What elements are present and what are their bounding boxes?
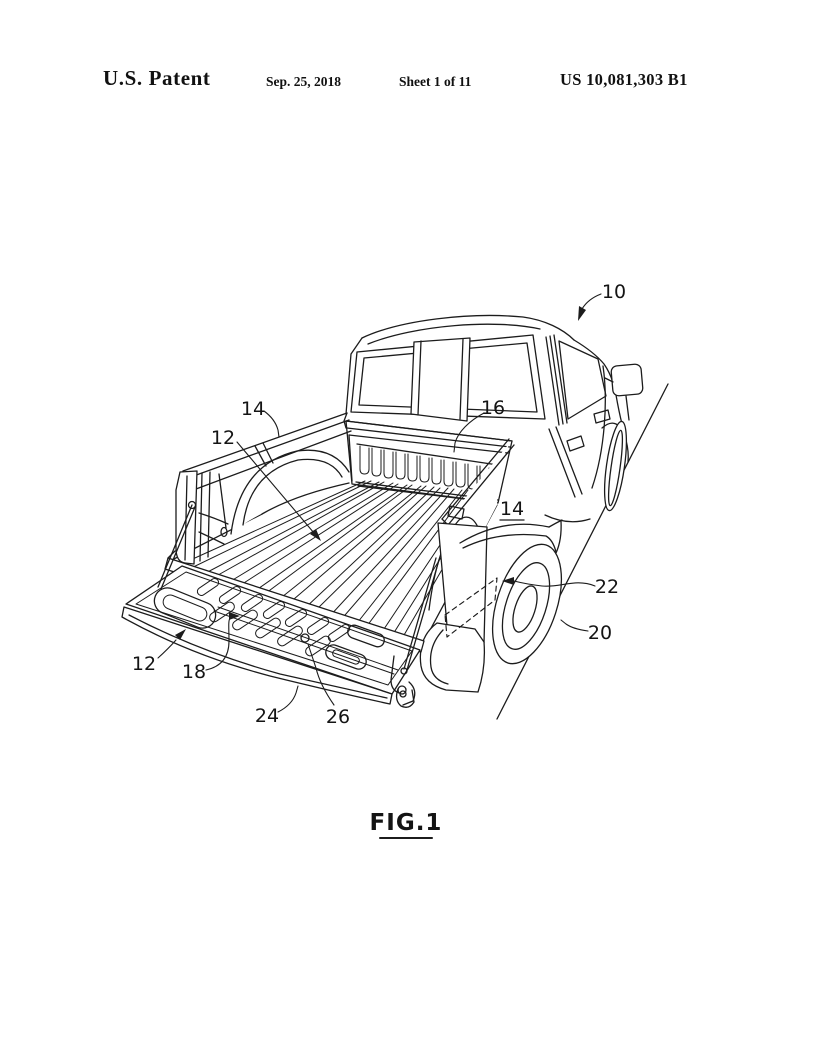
tailgate-cables — [157, 504, 440, 675]
tailgate-hinge — [390, 655, 416, 706]
ref-label-14-left: 14 — [241, 398, 265, 420]
leader-lines — [157, 293, 602, 713]
ref-label-18: 18 — [182, 661, 206, 683]
sheet-number: Sheet 1 of 11 — [399, 74, 472, 89]
truck-cab — [345, 314, 623, 523]
patent-date: Sep. 25, 2018 — [266, 74, 342, 89]
figure-caption-text: FIG.1 — [370, 810, 443, 836]
truck-body-side — [395, 519, 563, 708]
ref-label-26: 26 — [326, 706, 350, 728]
rear-wheel — [491, 543, 563, 665]
ref-label-10: 10 — [602, 281, 626, 303]
side-mirror — [604, 363, 644, 421]
tailgate-rib-pattern — [153, 578, 399, 675]
ground-line — [496, 383, 669, 720]
reference-labels: 10 14 12 16 14 22 20 12 18 24 26 — [132, 281, 626, 728]
hidden-feature-dashed-box — [444, 577, 498, 638]
front-wheel — [601, 420, 629, 512]
ref-label-20: 20 — [588, 622, 612, 644]
ref-label-12-lower: 12 — [132, 653, 156, 675]
figure-caption: FIG.1 — [370, 810, 443, 839]
ref-label-24: 24 — [255, 705, 279, 727]
ref-label-16: 16 — [481, 397, 505, 419]
patent-label: U.S. Patent — [103, 66, 211, 90]
tailgate — [121, 565, 421, 706]
ref-label-12-upper: 12 — [211, 427, 235, 449]
ref-label-14-body: 14 — [500, 498, 524, 520]
left-bed-wall — [175, 412, 352, 565]
ref-label-22: 22 — [595, 576, 619, 598]
patent-number: US 10,081,303 B1 — [560, 70, 688, 89]
